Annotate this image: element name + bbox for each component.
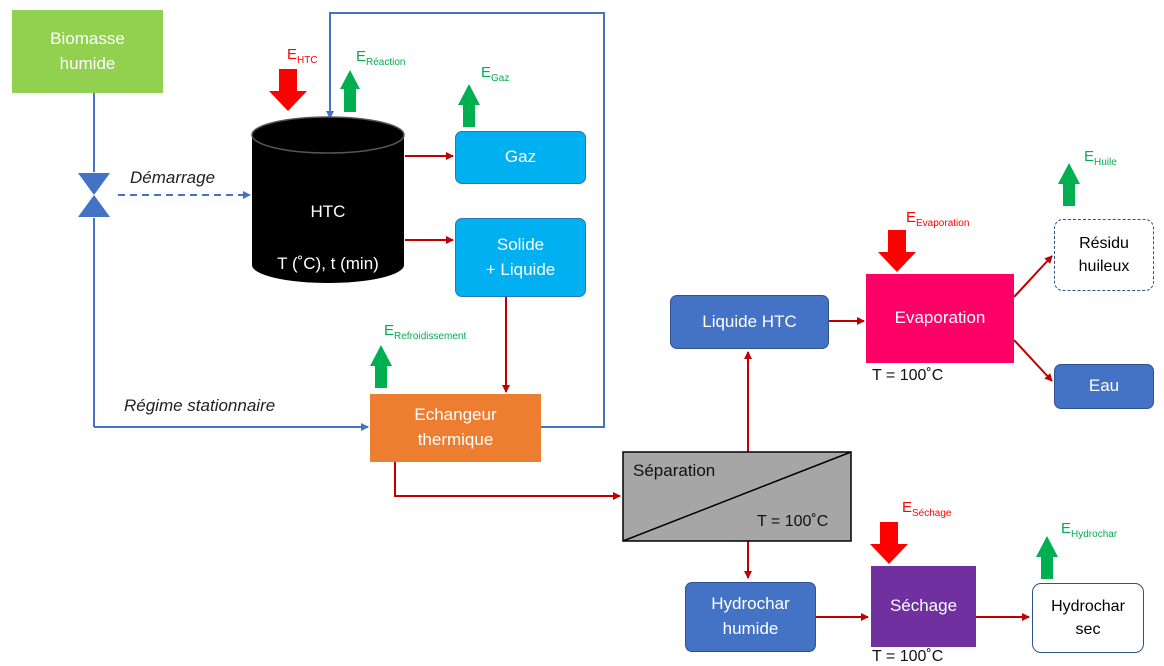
energy-gaz-arrow-icon xyxy=(458,84,480,127)
evaporation-temperature: T = 100˚C xyxy=(872,367,944,384)
separation-label: Séparation xyxy=(633,461,716,480)
recirculation-line xyxy=(326,12,605,428)
evaporation-box: Evaporation xyxy=(866,274,1014,363)
demarrage-label: Démarrage xyxy=(130,168,216,187)
energy-huile-arrow-icon xyxy=(1058,163,1080,206)
energy-sechage-label: ESéchage xyxy=(902,499,952,519)
energy-reaction-label: ERéaction xyxy=(356,48,406,68)
energy-hydrochar-arrow-icon xyxy=(1036,536,1058,579)
htc-reactor-icon xyxy=(251,116,405,283)
hydrochar-sec-box: Hydrochar sec xyxy=(1032,583,1144,653)
eau-box: Eau xyxy=(1054,364,1154,409)
energy-refroidissement-label: ERefroidissement xyxy=(384,322,467,342)
energy-evaporation-arrow-icon xyxy=(878,230,916,272)
solide-liquide-box: Solide + Liquide xyxy=(455,218,586,297)
residu-huileux-box: Résidu huileux xyxy=(1054,219,1154,291)
regime-stationnaire-label: Régime stationnaire xyxy=(124,396,276,415)
htc-title: HTC xyxy=(310,201,346,221)
echangeur-thermique-box: Echangeur thermique xyxy=(370,394,541,462)
arrow-evaporation-eau xyxy=(1013,339,1053,382)
valve-icon-lower xyxy=(78,195,110,217)
arrow-echangeur-separation xyxy=(394,462,621,500)
sechage-box: Séchage xyxy=(871,566,976,647)
energy-htc-arrow-icon xyxy=(269,69,307,111)
separation-box xyxy=(622,451,852,542)
energy-reaction-arrow-icon xyxy=(340,70,360,112)
energy-sechage-arrow-icon xyxy=(870,522,908,564)
gaz-box: Gaz xyxy=(455,131,586,184)
energy-huile-label: EHuile xyxy=(1084,148,1117,168)
energy-gaz-label: EGaz xyxy=(481,64,510,84)
energy-hydrochar-label: EHydrochar xyxy=(1061,520,1118,540)
sechage-temperature: T = 100˚C xyxy=(872,648,944,665)
liquide-htc-box: Liquide HTC xyxy=(670,295,829,349)
energy-evaporation-label: EEvaporation xyxy=(906,209,970,229)
separation-temperature: T = 100˚C xyxy=(757,513,829,530)
energy-htc-label: EHTC xyxy=(287,46,318,66)
hydrochar-humide-box: Hydrochar humide xyxy=(685,582,816,652)
arrow-evaporation-residu xyxy=(1013,255,1053,298)
biomasse-humide-box: Biomasse humide xyxy=(12,10,163,93)
htc-conditions: T (˚C), t (min) xyxy=(277,253,379,273)
valve-icon xyxy=(78,173,110,195)
energy-refroidissement-arrow-icon xyxy=(370,345,392,388)
